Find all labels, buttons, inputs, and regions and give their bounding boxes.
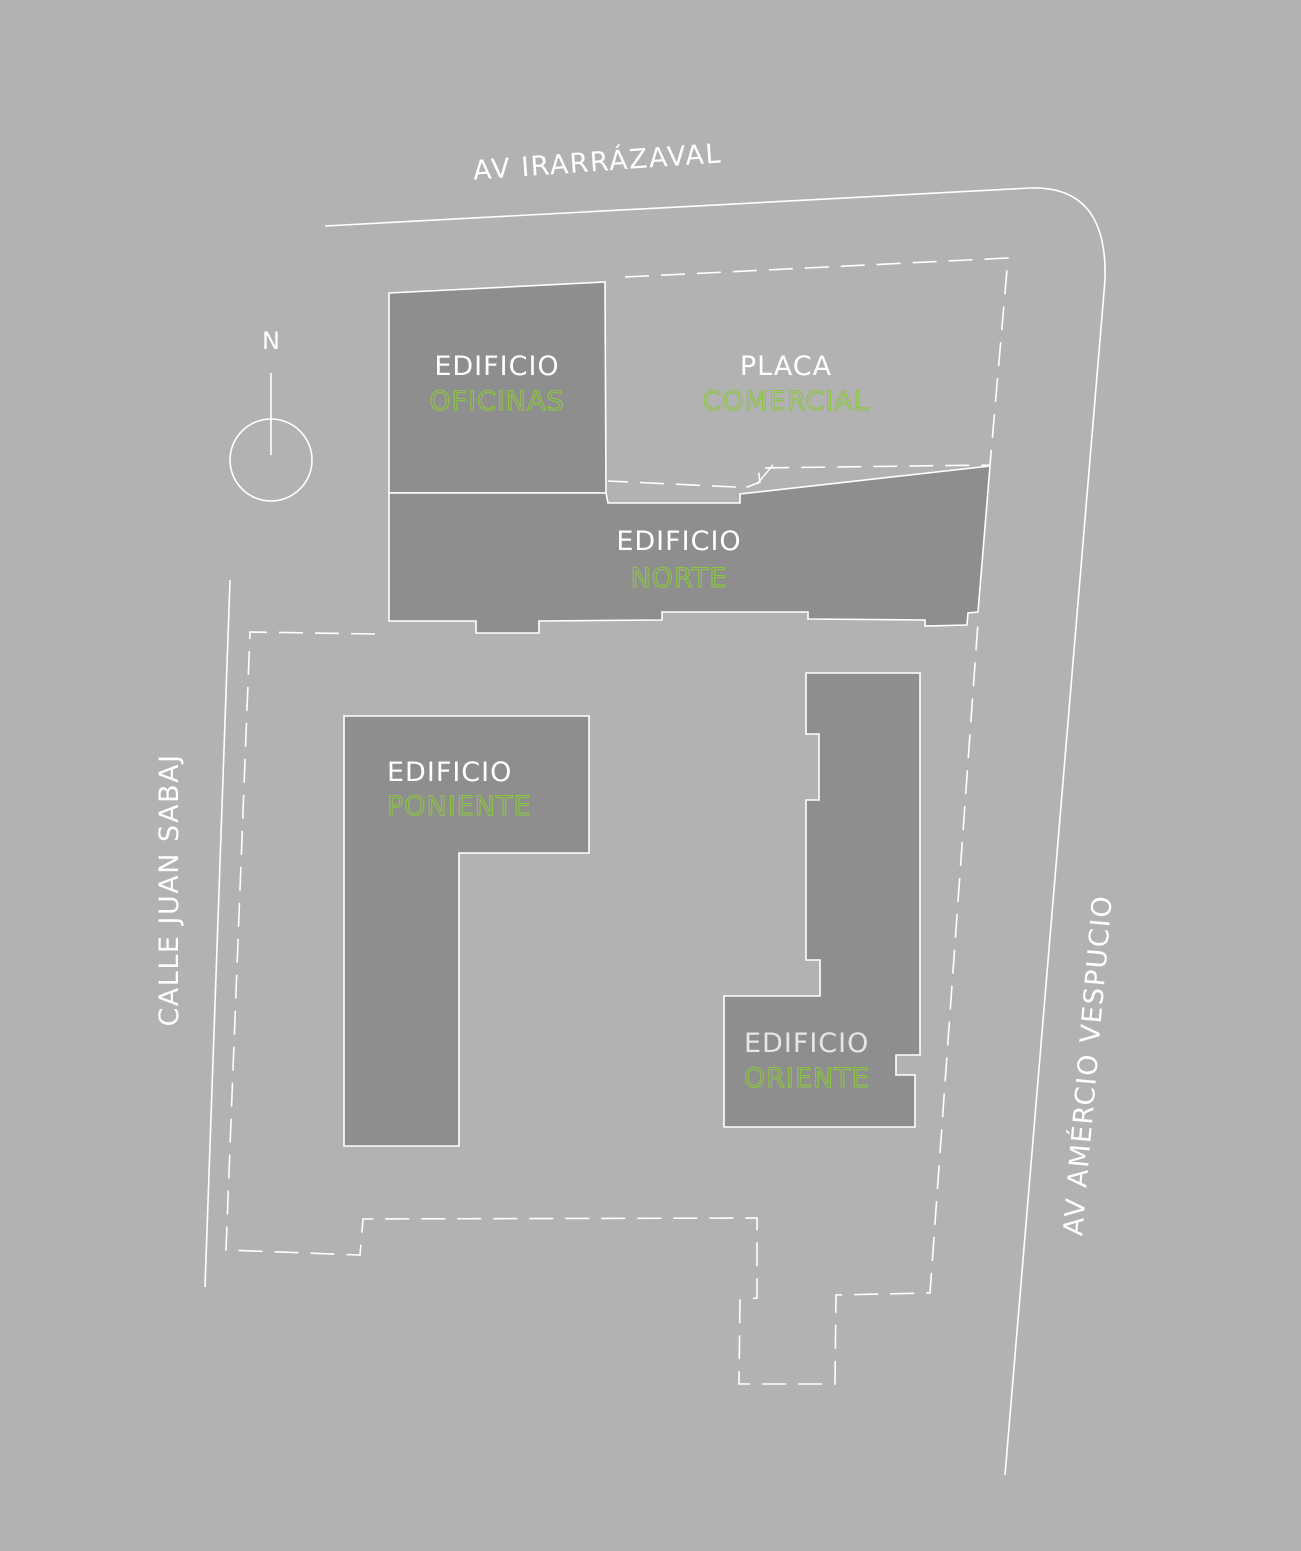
building-poniente[interactable]: [343, 715, 590, 1147]
poniente-title: EDIFICIO: [387, 757, 512, 788]
street-label-av-irarrazaval: AV IRARRÁZAVAL: [472, 137, 723, 186]
north-arrow-icon: [229, 373, 313, 502]
norte-subtitle: NORTE: [631, 563, 728, 594]
oriente-title: EDIFICIO: [744, 1028, 869, 1059]
building-oriente[interactable]: [723, 672, 921, 1128]
street-edge-north-east: [324, 187, 1106, 1476]
norte-title: EDIFICIO: [616, 526, 741, 557]
lot-boundary-north: [607, 257, 1009, 491]
street-edge-west: [204, 579, 231, 1288]
oriente-subtitle: ORIENTE: [744, 1063, 870, 1094]
placa-title: PLACA: [740, 351, 832, 382]
poniente-subtitle: PONIENTE: [387, 791, 532, 822]
oficinas-title: EDIFICIO: [434, 351, 559, 382]
street-label-av-americo-vespucio: AV AMÉRCIO VESPUCIO: [1057, 893, 1119, 1236]
placa-subtitle: COMERCIAL: [702, 386, 869, 417]
north-label: N: [262, 327, 280, 355]
lot-boundary-south: [225, 621, 979, 1385]
placa-divider: [756, 464, 774, 485]
building-norte[interactable]: [388, 465, 991, 634]
oficinas-subtitle: OFICINAS: [429, 386, 564, 417]
street-label-calle-juan-sabaj: CALLE JUAN SABAJ: [154, 753, 185, 1026]
